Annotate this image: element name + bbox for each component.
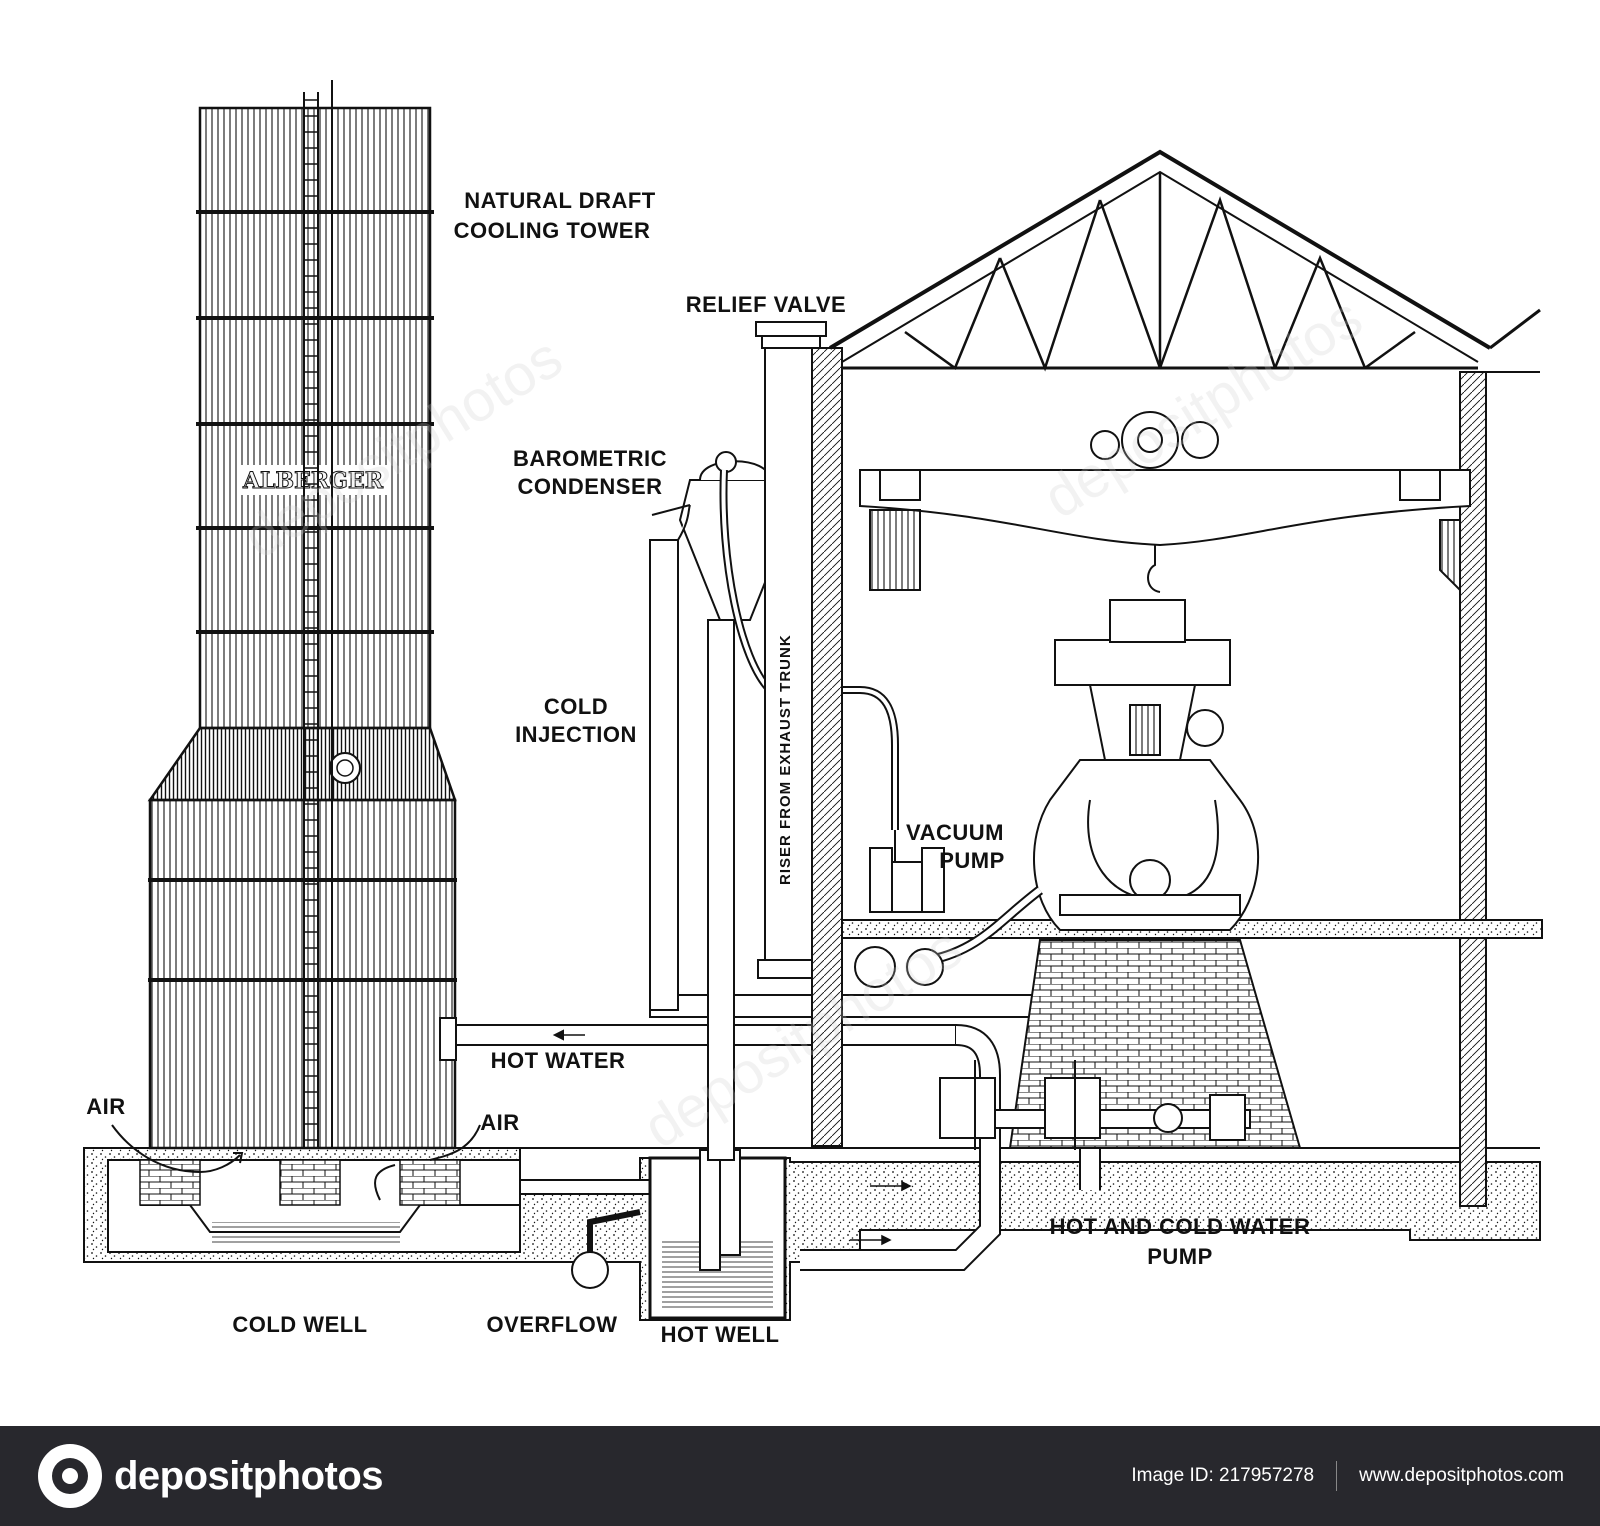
logo-text: depositphotos bbox=[114, 1453, 384, 1498]
depositphotos-logo[interactable]: depositphotos bbox=[38, 1444, 384, 1508]
label-hot-water: HOT WATER bbox=[491, 1048, 626, 1073]
label-hot-and-cold-water: HOT AND COLD WATER bbox=[1050, 1214, 1311, 1239]
label-overflow: OVERFLOW bbox=[486, 1312, 617, 1337]
riser-label: RISER FROM EXHAUST TRUNK bbox=[777, 634, 794, 885]
engine-house bbox=[811, 149, 1543, 1207]
callout-labels: NATURAL DRAFT COOLING TOWER RELIEF VALVE… bbox=[86, 188, 1310, 1347]
label-natural-draft: NATURAL DRAFT bbox=[464, 188, 655, 213]
label-air-left: AIR bbox=[86, 1094, 125, 1119]
label-barometric: BAROMETRIC bbox=[513, 446, 667, 471]
label-hot-well: HOT WELL bbox=[661, 1322, 780, 1347]
label-air-right: AIR bbox=[480, 1110, 519, 1135]
barometric-condenser bbox=[649, 451, 899, 1161]
label-cold-well: COLD WELL bbox=[232, 1312, 367, 1337]
diagram-stage: ALBERGER bbox=[83, 80, 1543, 1347]
cooling-tower: ALBERGER bbox=[147, 80, 457, 1150]
tower-ladder bbox=[303, 80, 333, 1148]
air-inlet-arrows bbox=[111, 1124, 481, 1201]
label-vacuum: VACUUM bbox=[906, 820, 1004, 845]
label-cooling-tower: COOLING TOWER bbox=[454, 218, 651, 243]
hot-well bbox=[571, 1149, 787, 1320]
footer-bar: depositphotos Image ID: 217957278 www.de… bbox=[0, 1426, 1600, 1526]
image-id: Image ID: 217957278 bbox=[1131, 1465, 1315, 1486]
footer-info: Image ID: 217957278 www.depositphotos.co… bbox=[1131, 1461, 1564, 1491]
vacuum-pump bbox=[869, 830, 945, 913]
label-pump: PUMP bbox=[939, 848, 1005, 873]
label-hot-cold-pump: PUMP bbox=[1147, 1244, 1213, 1269]
exhaust-riser: RISER FROM EXHAUST TRUNK bbox=[755, 321, 827, 979]
cold-well-basin bbox=[107, 1159, 521, 1253]
hot-and-cold-water-pump bbox=[939, 1060, 1251, 1150]
overhead-crane bbox=[859, 411, 1471, 593]
tower-brand-label: ALBERGER bbox=[242, 468, 384, 494]
camera-lens-icon bbox=[38, 1444, 102, 1508]
footer-divider bbox=[1336, 1461, 1338, 1491]
label-condenser: CONDENSER bbox=[517, 474, 662, 499]
label-relief-valve: RELIEF VALVE bbox=[686, 292, 846, 317]
cooling-tower-plant-diagram: ALBERGER bbox=[83, 80, 1543, 1347]
label-cold: COLD bbox=[544, 694, 608, 719]
flow-arrows bbox=[850, 1180, 912, 1246]
site-url[interactable]: www.depositphotos.com bbox=[1359, 1465, 1564, 1486]
label-injection: INJECTION bbox=[515, 722, 637, 747]
